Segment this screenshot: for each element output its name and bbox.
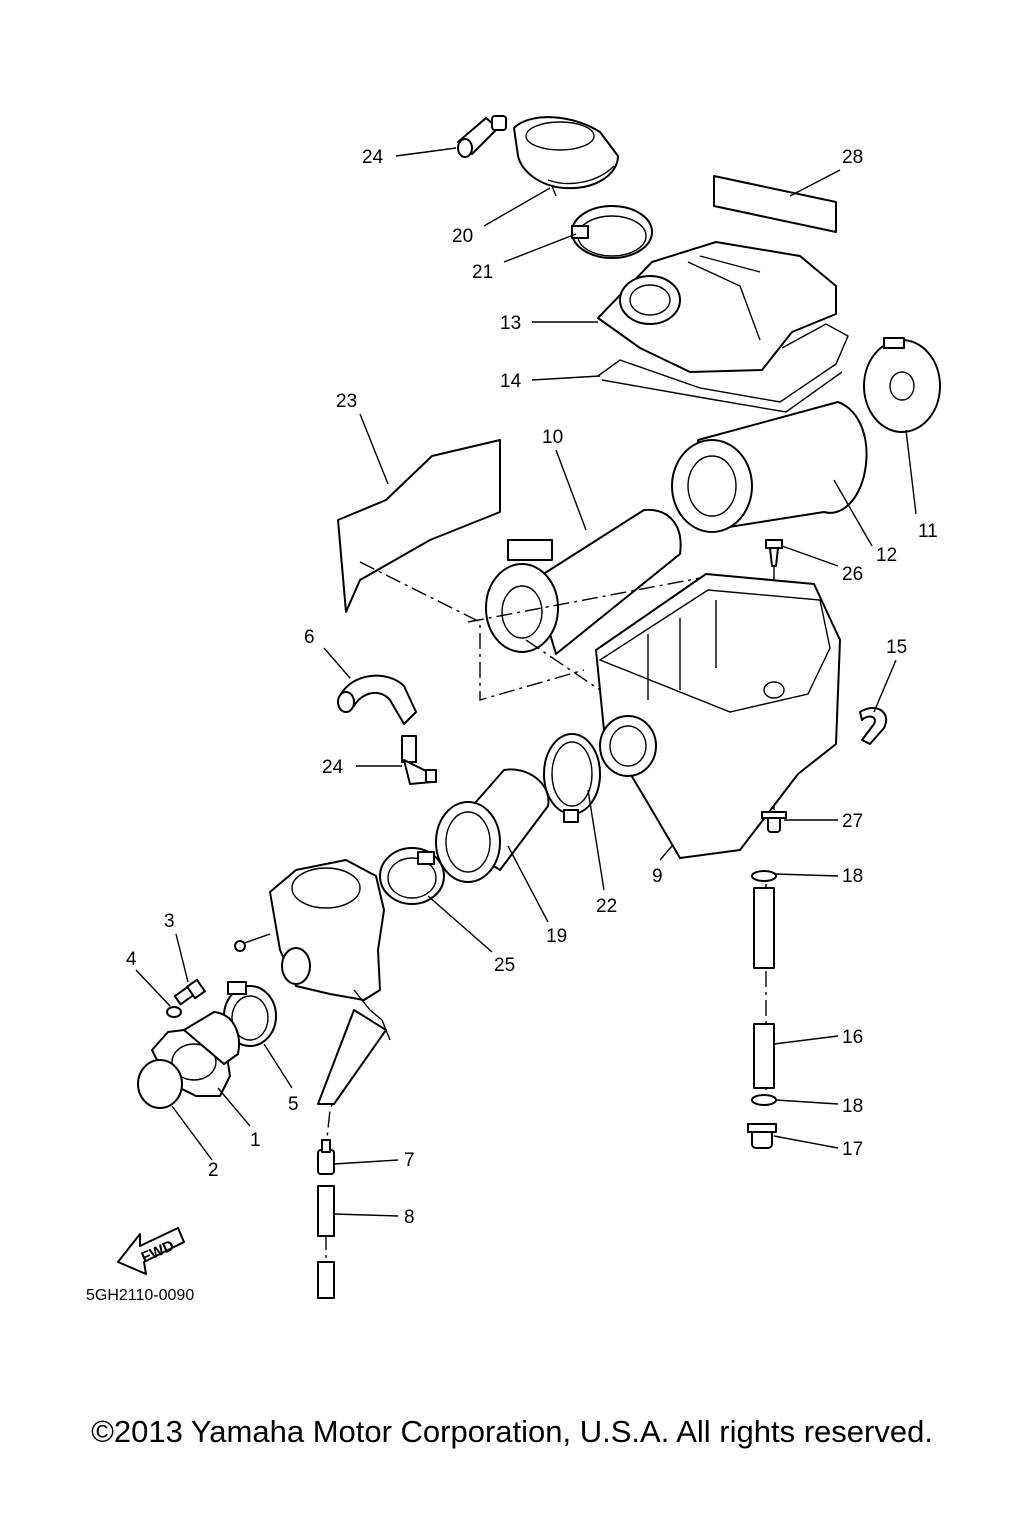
part-25-clamp [379, 847, 445, 905]
callout-13: 13 [500, 313, 521, 334]
part-12-filter-element [671, 401, 868, 533]
part-27-grommet [761, 811, 787, 833]
callout-7: 7 [404, 1150, 415, 1171]
callout-18-upper: 18 [842, 866, 863, 887]
part-code: 5GH2110-0090 [86, 1287, 194, 1304]
callout-22: 22 [596, 896, 617, 917]
callout-24-top: 24 [362, 147, 384, 168]
callout-11: 11 [918, 521, 938, 542]
part-24-elbow-top [457, 115, 507, 158]
callout-8: 8 [404, 1207, 415, 1228]
callout-19: 19 [546, 926, 567, 947]
part-8-drain-hose [317, 1185, 335, 1299]
part-7-fitting [317, 1139, 335, 1175]
callout-21: 21 [472, 262, 493, 283]
part-26-screw [765, 539, 783, 567]
part-18-clamp-lower [751, 1094, 777, 1106]
part-24-elbow-mid [401, 735, 437, 785]
part-16-drain-pipe [753, 887, 775, 1089]
part-22-clamp [543, 733, 601, 823]
callout-26: 26 [842, 564, 863, 585]
callout-27: 27 [842, 811, 863, 832]
callout-15: 15 [886, 637, 907, 658]
callout-6: 6 [304, 627, 315, 648]
callout-24-mid: 24 [322, 757, 344, 778]
callout-5: 5 [288, 1094, 299, 1115]
callout-16: 16 [842, 1027, 863, 1048]
part-9-airbox-case [595, 573, 841, 859]
part-23-sheet-cover [337, 439, 501, 613]
callout-17: 17 [842, 1139, 863, 1160]
callout-18-lower: 18 [842, 1096, 863, 1117]
part-6-hose [337, 674, 417, 725]
callout-9: 9 [652, 866, 663, 887]
callout-12: 12 [876, 545, 897, 566]
callout-3: 3 [164, 911, 175, 932]
part-10-filter-guide [485, 508, 682, 655]
part-3-bolt [173, 978, 206, 1006]
callout-28: 28 [842, 147, 863, 168]
part-14-gasket [597, 323, 849, 413]
part-17-plug [747, 1123, 777, 1149]
callout-2: 2 [208, 1160, 219, 1181]
part-15-clip [859, 707, 887, 745]
callout-25: 25 [494, 955, 515, 976]
part-21-clamp [571, 205, 653, 259]
part-28-label [713, 175, 837, 233]
carburetor [234, 859, 391, 1105]
parts-diagram: FWD 5GH2110-0090 24 28 [86, 115, 941, 1304]
part-20-intake-duct [513, 116, 619, 197]
leader-lines [135, 147, 917, 1217]
callout-4: 4 [126, 949, 137, 970]
part-18-clamp-upper [751, 870, 777, 882]
callout-23: 23 [336, 391, 357, 412]
callout-20: 20 [452, 226, 473, 247]
part-11-end-cap [863, 337, 941, 433]
fwd-label: FWD [139, 1237, 177, 1266]
part-2-o-ring [137, 1059, 183, 1109]
part-19-joint [435, 768, 550, 883]
part-4-washer [166, 1006, 182, 1018]
fwd-arrow-icon: FWD [117, 1227, 185, 1275]
copyright-notice: ©2013 Yamaha Motor Corporation, U.S.A. A… [91, 1414, 933, 1449]
callout-10: 10 [542, 427, 563, 448]
callout-1: 1 [250, 1130, 261, 1151]
part-13-airbox-cover [597, 241, 837, 373]
callout-14: 14 [500, 371, 522, 392]
